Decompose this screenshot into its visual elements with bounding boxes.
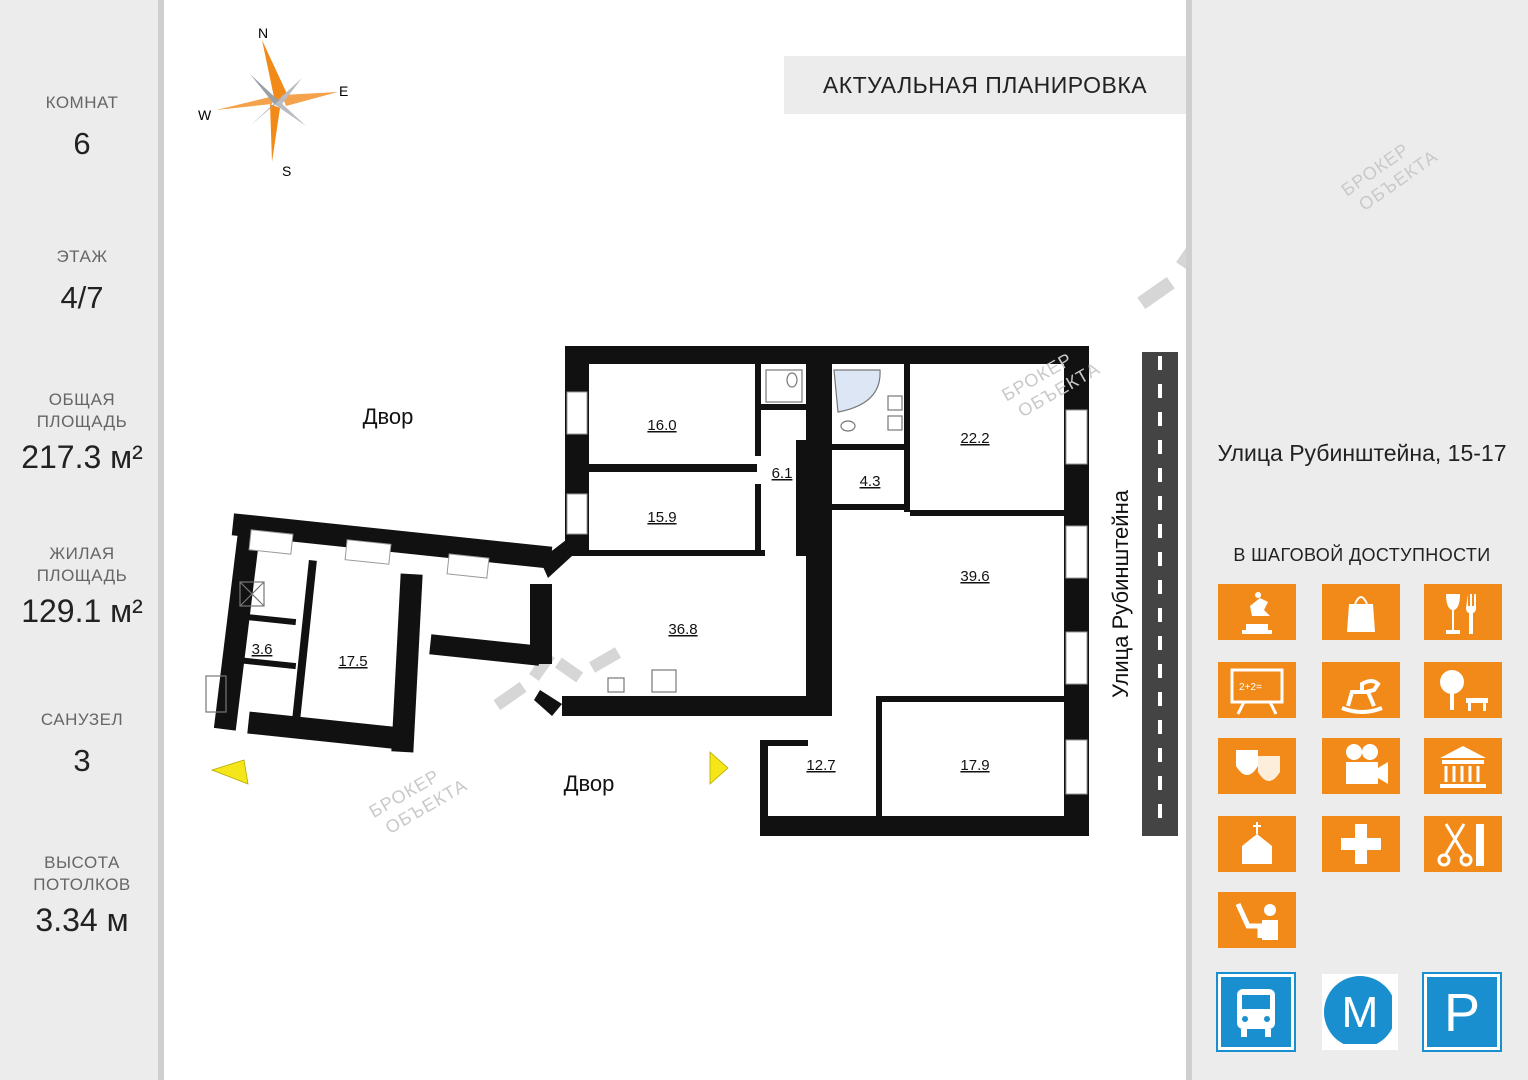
yard-label: Двор: [363, 404, 414, 429]
street-label: Улица Рубинштейна: [1108, 489, 1133, 698]
room-area: 22.2: [960, 430, 989, 447]
stat-label: ВЫСОТА ПОТОЛКОВ: [33, 853, 131, 894]
svg-text:P: P: [1444, 983, 1480, 1043]
stats-panel: КОМНАТ 6 ЭТАЖ 4/7 ОБЩАЯ ПЛОЩАДЬ 217.3 м²…: [0, 0, 164, 1080]
stat-value: 217.3 м²: [21, 439, 143, 475]
shopping-icon: [1322, 584, 1400, 640]
yard-label: Двор: [564, 771, 615, 796]
stat-ceiling-height: ВЫСОТА ПОТОЛКОВ 3.34 м: [0, 852, 164, 939]
church-icon: [1218, 816, 1296, 872]
room-area: 12.7: [806, 757, 835, 774]
stat-label: ОБЩАЯ ПЛОЩАДЬ: [36, 390, 128, 431]
room-area: 4.3: [860, 473, 881, 490]
walking-title: В ШАГОВОЙ ДОСТУПНОСТИ: [1233, 545, 1491, 565]
barber-icon: [1424, 816, 1502, 872]
medical-icon: [1322, 816, 1400, 872]
compass-w: W: [198, 107, 212, 123]
room-area: 16.0: [647, 417, 676, 434]
stat-label: КОМНАТ: [45, 93, 119, 112]
room-area: 39.6: [960, 568, 989, 585]
metro-icon: М: [1322, 974, 1398, 1050]
compass-n: N: [258, 25, 268, 41]
stat-value: 3: [73, 743, 91, 778]
museum-icon: [1424, 738, 1502, 794]
plan-title: АКТУАЛЬНАЯ ПЛАНИРОВКА: [784, 56, 1186, 114]
watermark: БРОКЕР ОБЪЕКТА: [1338, 139, 1442, 215]
stat-value: 129.1 м²: [21, 593, 143, 629]
street: [1142, 352, 1178, 836]
windows: [248, 391, 1088, 795]
restaurant-icon: [1424, 584, 1502, 640]
room-area: 17.5: [338, 653, 367, 670]
cinema-icon: [1322, 738, 1400, 794]
stat-value: 3.34 м: [35, 902, 129, 938]
address: Улица Рубинштейна, 15-17: [1217, 440, 1507, 466]
stat-value: 6: [73, 126, 91, 161]
stat-value: 4/7: [60, 280, 104, 315]
watermark: БРОКЕР ОБЪЕКТА: [366, 766, 471, 838]
stat-bathrooms: САНУЗЕЛ 3: [0, 709, 164, 779]
stat-label: ЖИЛАЯ ПЛОЩАДЬ: [36, 544, 128, 585]
stat-total-area: ОБЩАЯ ПЛОЩАДЬ 217.3 м²: [0, 389, 164, 476]
floor-plan: N E S W: [198, 25, 1186, 838]
room-area: 3.6: [252, 641, 273, 658]
parking-icon: P: [1422, 972, 1502, 1052]
stat-rooms: КОМНАТ 6: [0, 92, 164, 162]
stat-label: САНУЗЕЛ: [40, 710, 124, 729]
room-area: 6.1: [772, 465, 793, 482]
stat-living-area: ЖИЛАЯ ПЛОЩАДЬ 129.1 м²: [0, 543, 164, 630]
watermark-logo: [493, 235, 1186, 711]
room-area: 36.8: [668, 621, 697, 638]
bath-fixtures: [205, 369, 903, 713]
entrance-markers: [210, 751, 729, 785]
fitness-icon: [1218, 892, 1296, 948]
park-icon: [1424, 662, 1502, 718]
svg-text:М: М: [1342, 988, 1379, 1037]
stat-label: ЭТАЖ: [56, 247, 108, 266]
theater-icon: [1218, 738, 1296, 794]
compass-icon: [216, 40, 338, 162]
compass-s: S: [282, 163, 291, 179]
school-icon: 2+2=: [1218, 662, 1296, 718]
monument-icon: [1218, 584, 1296, 640]
compass-e: E: [339, 83, 348, 99]
svg-text:2+2=: 2+2=: [1239, 682, 1262, 693]
bus-icon: [1216, 972, 1296, 1052]
kindergarten-icon: [1322, 662, 1400, 718]
room-area: 15.9: [647, 509, 676, 526]
stat-floor: ЭТАЖ 4/7: [0, 246, 164, 316]
room-area: 17.9: [960, 757, 989, 774]
